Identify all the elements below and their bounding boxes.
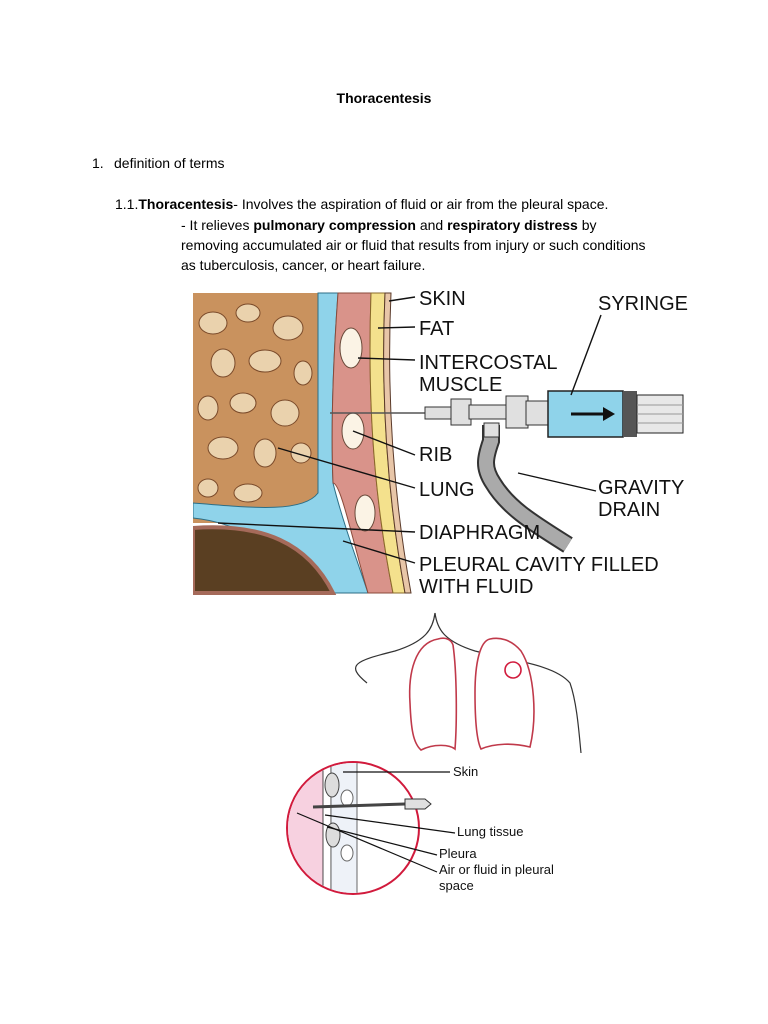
figure2-leader-lines <box>296 771 456 873</box>
detail-prefix: - It relieves <box>181 217 254 233</box>
subsection-term: Thoracentesis <box>138 196 234 212</box>
inset-needle-hub <box>404 798 432 810</box>
label-inset-skin: Skin <box>453 764 478 779</box>
inset-cell-1 <box>324 772 340 798</box>
label-pleural-1: PLEURAL CAVITY FILLED <box>419 554 659 576</box>
label-gravity-1: GRAVITY <box>598 477 684 499</box>
label-diaphragm: DIAPHRAGM <box>419 522 540 544</box>
needle-hub-shape <box>424 406 454 420</box>
rib-lower-shape <box>354 494 376 532</box>
stopcock-right-shape <box>505 395 529 429</box>
figure1-leader-lines <box>217 296 602 564</box>
right-lung-outline <box>474 637 535 751</box>
subsection-definition: 1.1.Thoracentesis- Involves the aspirati… <box>115 196 608 212</box>
lung-spots <box>197 303 313 503</box>
detail-bold-respiratory: respiratory distress <box>447 217 578 233</box>
gravity-drain-tube <box>479 425 572 551</box>
syringe-plunger-head <box>623 391 637 437</box>
label-lung: LUNG <box>419 479 475 501</box>
section-heading: 1. definition of terms <box>92 155 225 171</box>
rib-upper-shape <box>339 327 363 369</box>
inset-needle-shape <box>312 802 406 809</box>
left-lung-outline <box>408 637 458 751</box>
section-number: 1. <box>92 155 104 171</box>
label-inset-lung-tissue: Lung tissue <box>457 824 524 839</box>
drain-connector-shape <box>483 422 500 438</box>
label-intercostal-2: MUSCLE <box>419 374 502 396</box>
inset-cell-3 <box>340 789 354 807</box>
torso-lungs-inset-figure: Skin Lung tissue Pleura Air or fluid in … <box>286 612 582 895</box>
diaphragm-shape <box>193 525 337 595</box>
label-gravity-2: DRAIN <box>598 499 660 521</box>
section-label: definition of terms <box>114 155 225 171</box>
label-skin: SKIN <box>419 288 466 310</box>
label-rib: RIB <box>419 444 452 466</box>
stopcock-body-shape <box>468 404 510 420</box>
arrow-right-icon <box>603 407 615 421</box>
detail-mid: and <box>415 217 448 233</box>
stopcock-left-shape <box>450 398 472 426</box>
skin-shape <box>383 292 412 594</box>
subsection-number: 1.1. <box>115 196 139 212</box>
thoracentesis-cross-section-figure: SKIN FAT INTERCOSTAL MUSCLE RIB LUNG DIA… <box>193 288 688 598</box>
inset-fluid-layer <box>288 763 323 893</box>
page-title: Thoracentesis <box>336 90 432 106</box>
label-inset-air-fluid-2: space <box>439 878 474 893</box>
inset-cell-4 <box>340 844 354 862</box>
subsection-definition-text: - Involves the aspiration of fluid or ai… <box>233 196 609 212</box>
label-inset-air-fluid-1: Air or fluid in pleural <box>439 862 554 877</box>
detail-suffix: by removing accumulated air or fluid tha… <box>181 217 646 273</box>
torso-right-outline <box>434 612 582 754</box>
subsection-detail: - It relieves pulmonary compression and … <box>181 215 651 275</box>
inset-tissue-layers <box>288 763 358 893</box>
detail-bold-pulmonary: pulmonary compression <box>253 217 416 233</box>
label-intercostal-1: INTERCOSTAL <box>419 352 558 374</box>
syringe-tip-shape <box>525 400 549 426</box>
label-syringe: SYRINGE <box>598 293 688 315</box>
label-fat: FAT <box>419 318 454 340</box>
torso-left-outline <box>355 612 436 684</box>
label-inset-pleura: Pleura <box>439 846 477 861</box>
target-circle-icon <box>504 661 522 679</box>
label-pleural-2: WITH FLUID <box>419 576 533 598</box>
